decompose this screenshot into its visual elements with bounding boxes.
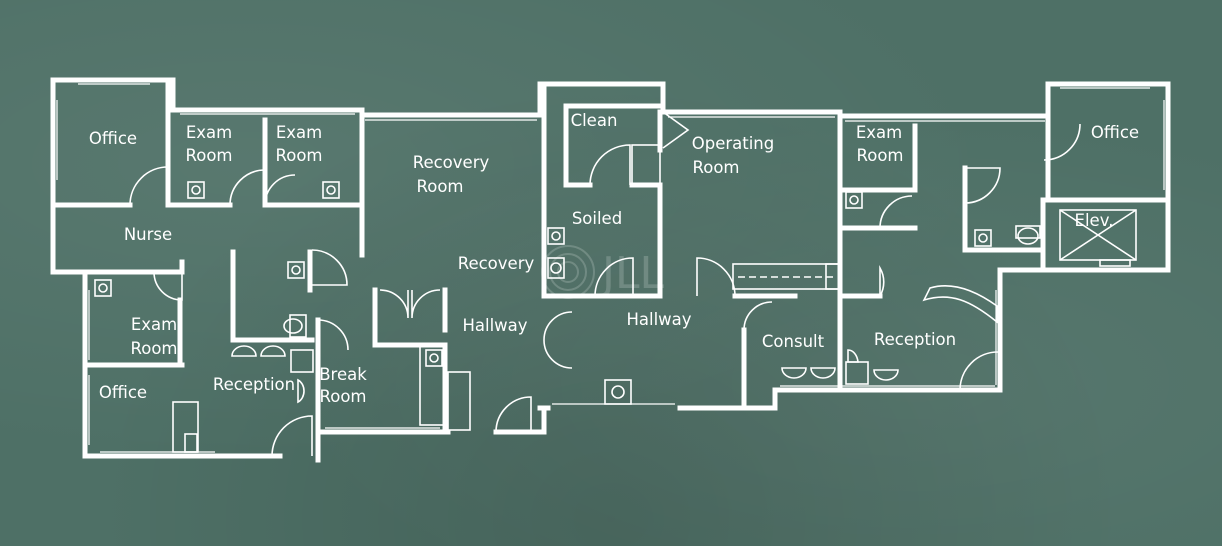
room-label-break-room-line2: Room	[320, 387, 367, 406]
room-label-hallway-left: Hallway	[462, 316, 527, 335]
room-label-office-left-top: Office	[89, 129, 137, 148]
room-label-clean: Clean	[571, 111, 618, 130]
room-label-recovery: Recovery	[458, 254, 535, 273]
room-label-exam-room-1-line1: Exam	[186, 123, 232, 142]
room-label-operating-room-line1: Operating	[692, 134, 775, 153]
room-label-recovery-room-line1: Recovery	[413, 153, 490, 172]
room-label-exam-room-4-line2: Room	[857, 146, 904, 165]
room-labels: Office Exam Room Exam Room Recovery Room…	[89, 111, 1139, 406]
watermark-text: JLL	[599, 248, 664, 299]
room-label-break-room-line1: Break	[319, 365, 367, 384]
room-label-reception-left: Reception	[213, 375, 295, 394]
room-label-consult: Consult	[762, 332, 825, 351]
room-label-exam-room-3-line1: Exam	[131, 315, 177, 334]
jll-watermark-logo: JLL	[541, 245, 664, 299]
room-label-elevator: Elev.	[1075, 211, 1114, 230]
room-label-operating-room-line2: Room	[693, 158, 740, 177]
room-label-soiled: Soiled	[572, 209, 622, 228]
room-label-nurse: Nurse	[124, 225, 172, 244]
fixtures	[94, 144, 1137, 453]
room-label-office-left-bottom: Office	[99, 383, 147, 402]
room-label-exam-room-3-line2: Room	[131, 339, 178, 358]
room-label-hallway-center: Hallway	[626, 310, 691, 329]
room-label-office-right: Office	[1091, 123, 1139, 142]
room-label-exam-room-4-line1: Exam	[856, 123, 902, 142]
room-label-recovery-room-line2: Room	[417, 177, 464, 196]
room-label-exam-room-2-line2: Room	[276, 146, 323, 165]
room-label-reception-right: Reception	[874, 330, 956, 349]
door-swings	[129, 111, 1081, 457]
room-label-exam-room-2-line1: Exam	[276, 123, 322, 142]
windows	[56, 83, 1165, 453]
room-label-exam-room-1-line2: Room	[186, 146, 233, 165]
interior-walls	[50, 81, 1171, 435]
